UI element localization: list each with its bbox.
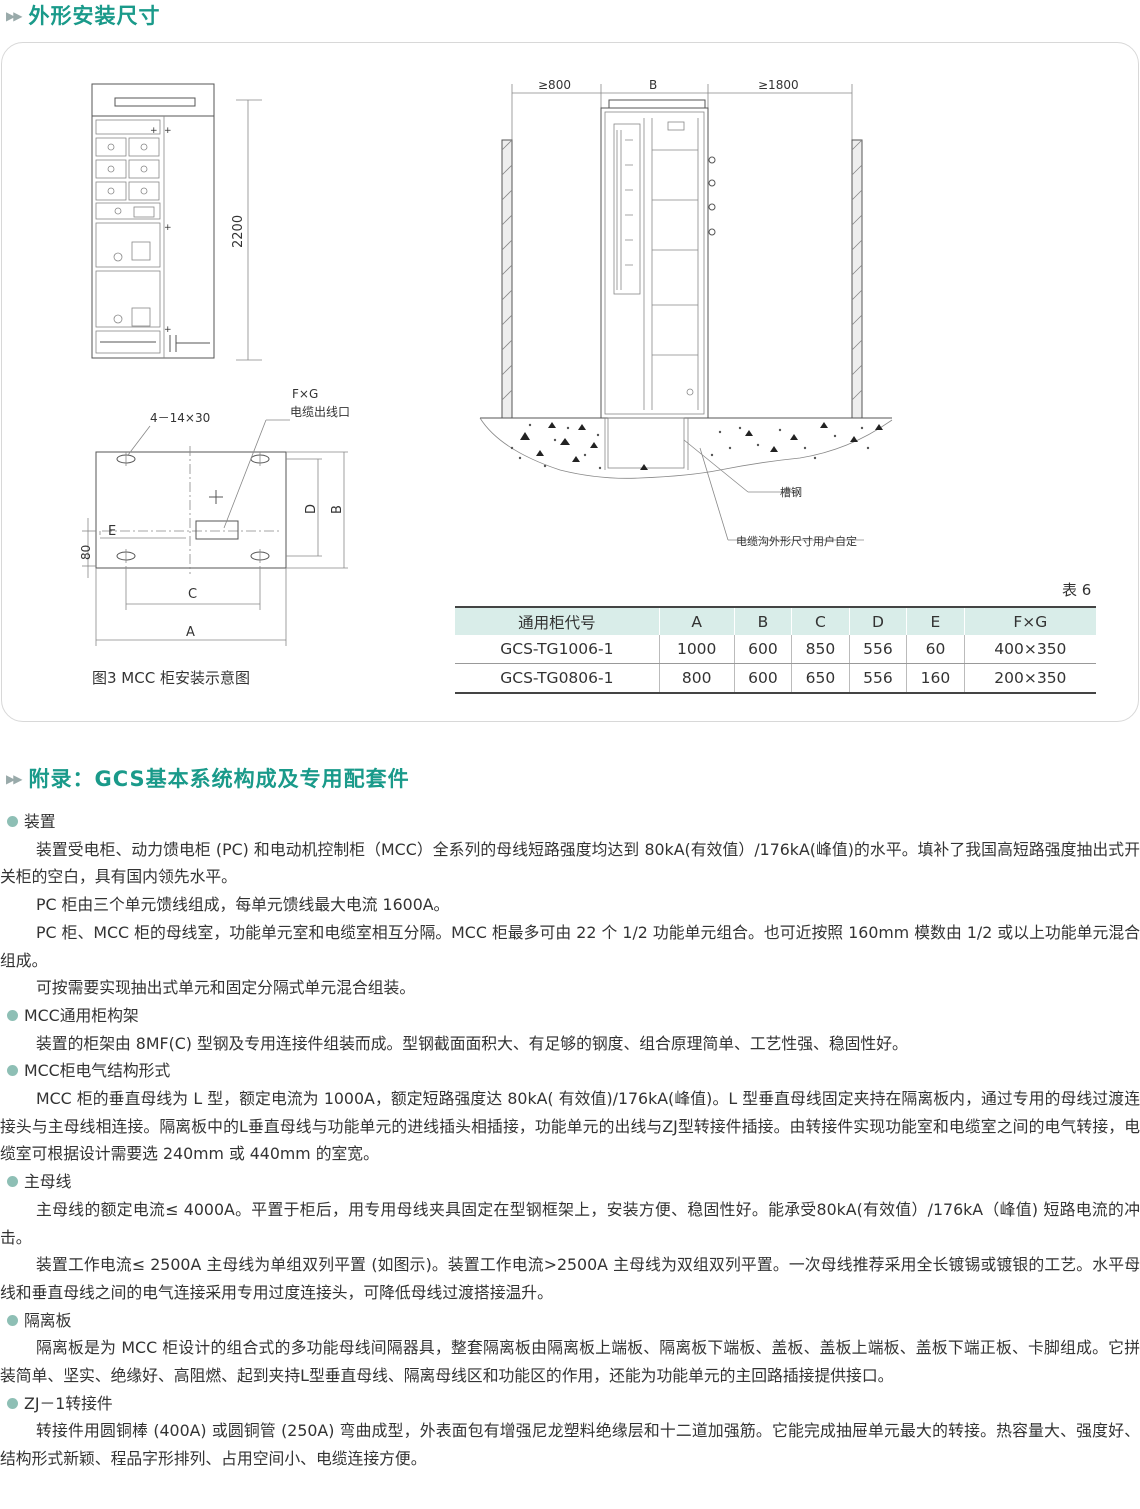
section-title-2-text: 附录：GCS基本系统构成及专用配套件 xyxy=(28,767,410,791)
table-cell: 650 xyxy=(791,663,850,694)
plan-label-c: C xyxy=(188,587,197,602)
plan-label-d: D xyxy=(304,504,319,514)
plan-label-b: B xyxy=(330,505,345,514)
plan-label-e: E xyxy=(108,524,116,539)
side-left-gap: ≥800 xyxy=(538,78,571,92)
paragraph: PC 柜、MCC 柜的母线室，功能单元室和电缆室相互分隔。MCC 柜最多可由 2… xyxy=(0,922,1140,970)
plan-label-a: A xyxy=(186,625,195,640)
subheading: 装置 xyxy=(0,808,1140,836)
table-cell: 1000 xyxy=(659,635,735,664)
table-cell: GCS-TG1006-1 xyxy=(455,635,660,664)
appendix-body: 装置 装置受电柜、动力馈电柜 (PC) 和电动机控制柜（MCC）全系列的母线短路… xyxy=(0,808,1140,1473)
plan-view: 4－14×30 F×G 电缆出线口 E 80 D B C A xyxy=(79,387,350,646)
table-cell: 600 xyxy=(734,635,793,664)
subheading: 隔离板 xyxy=(0,1307,1140,1335)
paragraph: MCC 柜的垂直母线为 L 型，额定电流为 1000A，额定短路强度达 80kA… xyxy=(0,1089,1140,1164)
table-cell: 800 xyxy=(659,663,735,694)
table-header-row: 通用柜代号 A B C D E F×G xyxy=(455,606,1096,635)
table-cell: 200×350 xyxy=(964,663,1096,694)
section-title-1-text: 外形安装尺寸 xyxy=(28,4,161,28)
table-cell: 160 xyxy=(906,663,965,694)
table-cell: 556 xyxy=(849,635,908,664)
paragraph: 可按需要实现抽出式单元和固定分隔式单元混合组装。 xyxy=(36,978,416,998)
svg-text:+: + xyxy=(164,126,172,136)
paragraph: 装置受电柜、动力馈电柜 (PC) 和电动机控制柜（MCC）全系列的母线短路强度均… xyxy=(0,839,1140,887)
plan-label-holes: 4－14×30 xyxy=(150,411,210,425)
figure-caption: 图3 MCC 柜安装示意图 xyxy=(92,669,250,687)
side-label-cable-trench: 电缆沟外形尺寸用户自定 xyxy=(736,534,857,548)
section-title-1: ▶▶ 外形安装尺寸 xyxy=(6,0,160,30)
dim-80: 80 xyxy=(79,545,93,560)
spec-table: 通用柜代号 A B C D E F×G GCS-TG1006-1 1000 60… xyxy=(455,606,1096,694)
table-row: GCS-TG1006-1 1000 600 850 556 60 400×350 xyxy=(455,635,1096,664)
side-view: ≥800 B ≥1800 xyxy=(479,78,893,548)
table-header: F×G xyxy=(964,606,1096,635)
table-cell: 60 xyxy=(906,635,965,664)
paragraph: 转接件用圆铜棒 (400A) 或圆铜管 (250A) 弯曲成型，外表面包有增强尼… xyxy=(0,1421,1140,1469)
plan-label-fg: F×G xyxy=(292,387,318,401)
paragraph: 装置的柜架由 8MF(C) 型钢及专用连接件组装而成。型钢截面面积大、有足够的钢… xyxy=(36,1033,908,1053)
paragraph: 装置工作电流≤ 2500A 主母线为单组双列平置 (如图示)。装置工作电流>25… xyxy=(0,1255,1140,1302)
table-header: A xyxy=(659,606,735,635)
dim-2200: 2200 xyxy=(231,215,246,248)
table-header: D xyxy=(849,606,908,635)
subheading: MCC通用柜构架 xyxy=(0,1002,1140,1030)
front-view: + + + + 2200 xyxy=(91,83,262,361)
table-cell: 600 xyxy=(734,663,793,694)
paragraph: PC 柜由三个单元馈线组成，每单元馈线最大电流 1600A。 xyxy=(36,895,450,915)
subheading: 主母线 xyxy=(0,1168,1140,1196)
side-right-gap: ≥1800 xyxy=(758,78,799,92)
paragraph: 隔离板是为 MCC 柜设计的组合式的多功能母线间隔器具，整套隔离板由隔离板上端板… xyxy=(0,1338,1140,1386)
plan-label-cable-outlet: 电缆出线口 xyxy=(290,405,350,419)
arrow-icon: ▶▶ xyxy=(6,9,23,23)
table-header: C xyxy=(791,606,850,635)
subheading: MCC柜电气结构形式 xyxy=(0,1057,1140,1085)
svg-text:+: + xyxy=(164,223,172,233)
subheading: ZJ－1转接件 xyxy=(0,1390,1140,1418)
svg-text:+: + xyxy=(164,325,172,335)
side-label-channel-steel: 槽钢 xyxy=(780,486,802,499)
arrow-icon: ▶▶ xyxy=(6,772,23,786)
table-header: 通用柜代号 xyxy=(455,606,660,635)
table-header: E xyxy=(906,606,965,635)
table-label: 表 6 xyxy=(1062,581,1092,599)
table-row: GCS-TG0806-1 800 600 650 556 160 200×350 xyxy=(455,663,1096,694)
svg-text:+: + xyxy=(150,126,158,136)
table-cell: 400×350 xyxy=(964,635,1096,664)
installation-drawing: + + + + 2200 4－14×30 F×G 电缆出线口 E 80 D xyxy=(79,78,893,646)
section-title-2: ▶▶ 附录：GCS基本系统构成及专用配套件 xyxy=(6,763,410,793)
table-cell: GCS-TG0806-1 xyxy=(455,663,660,694)
table-cell: 850 xyxy=(791,635,850,664)
paragraph: 主母线的额定电流≤ 4000A。平置于柜后，用专用母线夹具固定在型钢框架上，安装… xyxy=(0,1199,1140,1247)
table-cell: 556 xyxy=(849,663,908,694)
side-width-b: B xyxy=(649,78,657,92)
table-header: B xyxy=(734,606,793,635)
figure-panel xyxy=(1,42,1139,722)
